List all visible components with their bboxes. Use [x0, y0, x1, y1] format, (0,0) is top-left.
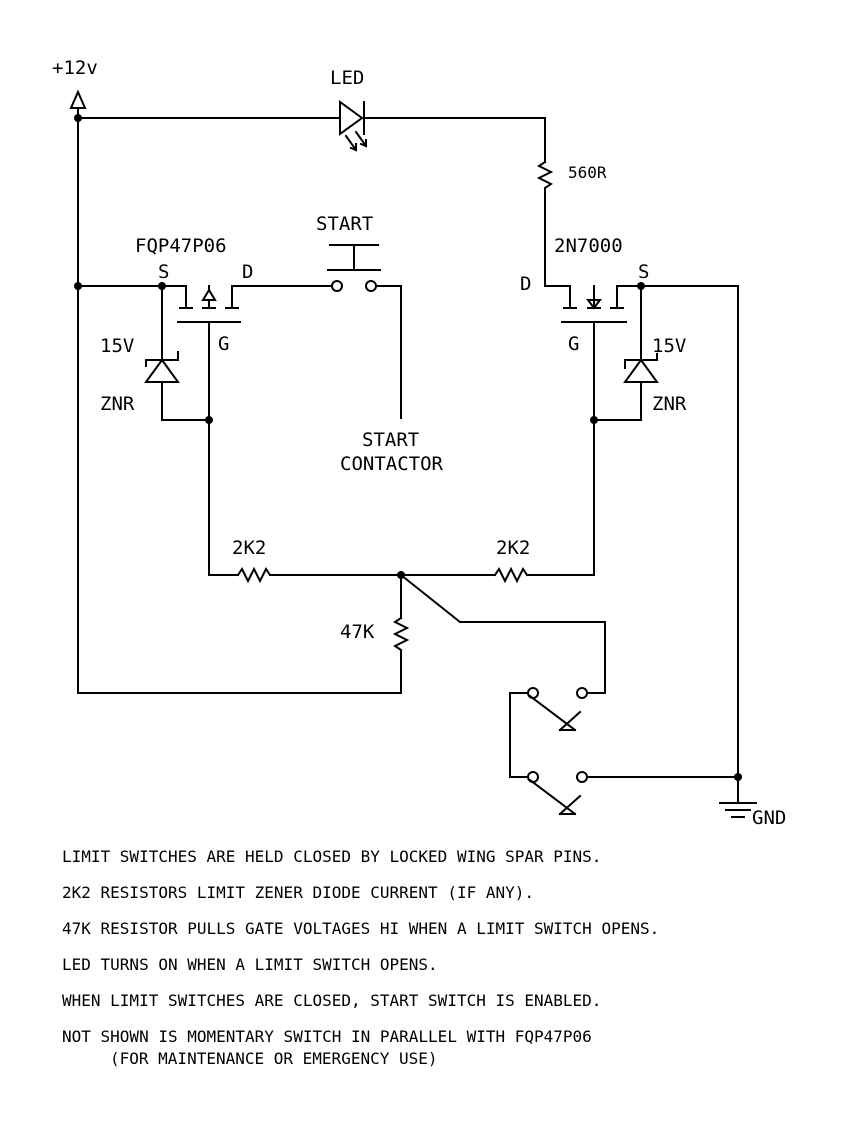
r-gate-left-label: 2K2 — [232, 537, 266, 559]
note-text: LED TURNS ON WHEN A LIMIT SWITCH OPENS. — [62, 955, 438, 974]
nfet-d-label: D — [520, 273, 531, 295]
resistor-47k: 47K — [77, 574, 410, 694]
nfet-2n7000: 2N7000 D S G — [520, 235, 739, 576]
note-3: 47K RESISTOR PULLS GATE VOLTAGES HI WHEN… — [62, 918, 659, 954]
supply-rail: +12v — [52, 57, 546, 694]
gate-resistors: 2K2 2K2 — [208, 537, 595, 584]
note-text: 47K RESISTOR PULLS GATE VOLTAGES HI WHEN… — [62, 919, 660, 938]
note-text: WHEN LIMIT SWITCHES ARE CLOSED, START SW… — [62, 991, 602, 1010]
led-label: LED — [330, 67, 364, 89]
r-led-label: 560R — [568, 163, 607, 182]
pfet-d-label: D — [242, 261, 253, 283]
pfet-s-label: S — [158, 261, 169, 283]
note-2: 2K2 RESISTORS LIMIT ZENER DIODE CURRENT … — [62, 882, 659, 918]
supply-label: +12v — [52, 57, 98, 79]
nfet-g-label: G — [568, 333, 579, 355]
zener-right-voltage: 15V — [652, 335, 686, 357]
nfet-label: 2N7000 — [554, 235, 623, 257]
r-pull-label: 47K — [340, 621, 375, 643]
zener-right-label: ZNR — [652, 393, 687, 415]
note-5: WHEN LIMIT SWITCHES ARE CLOSED, START SW… — [62, 990, 659, 1026]
note-text: LIMIT SWITCHES ARE HELD CLOSED BY LOCKED… — [62, 847, 602, 866]
circuit-schematic: +12v LED 560R FQP47P06 S D — [52, 57, 786, 829]
resistor-560r: 560R — [536, 117, 607, 287]
gnd-label: GND — [752, 807, 786, 829]
note-1: LIMIT SWITCHES ARE HELD CLOSED BY LOCKED… — [62, 846, 659, 882]
start-label: START — [316, 213, 373, 235]
contactor-label-1: START — [362, 429, 419, 451]
ground: GND — [719, 285, 786, 829]
zener-left-label: ZNR — [100, 393, 135, 415]
note-text: 2K2 RESISTORS LIMIT ZENER DIODE CURRENT … — [62, 883, 535, 902]
zener-left: 15V ZNR — [100, 285, 210, 421]
note-continuation: (FOR MAINTENANCE OR EMERGENCY USE) — [110, 1049, 438, 1068]
zener-left-voltage: 15V — [100, 335, 134, 357]
zener-right: 15V ZNR — [593, 285, 687, 421]
notes-list: LIMIT SWITCHES ARE HELD CLOSED BY LOCKED… — [62, 846, 659, 1068]
limit-switches — [399, 573, 739, 816]
r-gate-right-label: 2K2 — [496, 537, 530, 559]
contactor-label-2: CONTACTOR — [340, 453, 444, 475]
note-4: LED TURNS ON WHEN A LIMIT SWITCH OPENS. — [62, 954, 659, 990]
nfet-s-label: S — [638, 261, 649, 283]
note-6: NOT SHOWN IS MOMENTARY SWITCH IN PARALLE… — [62, 1026, 659, 1068]
start-switch: START START CONTACTOR — [316, 213, 444, 475]
pfet-label: FQP47P06 — [135, 235, 227, 257]
note-text: NOT SHOWN IS MOMENTARY SWITCH IN PARALLE… — [62, 1027, 592, 1046]
pfet-g-label: G — [218, 333, 229, 355]
led: LED — [330, 67, 368, 152]
pfet-fqp47p06: FQP47P06 S D G — [77, 235, 333, 576]
